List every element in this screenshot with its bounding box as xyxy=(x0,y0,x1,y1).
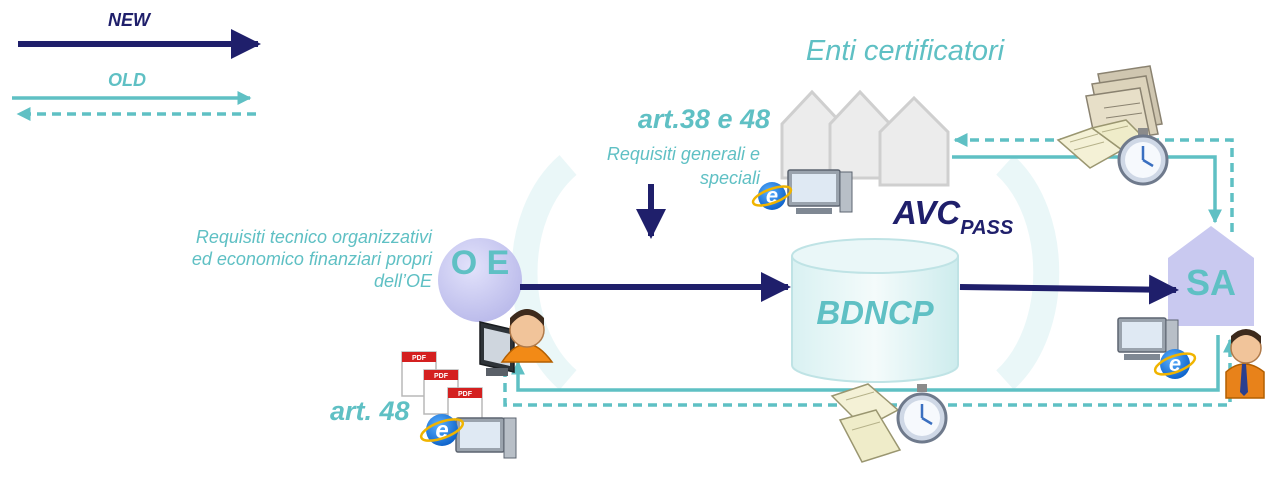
enti-certificatori-houses xyxy=(780,89,950,187)
sa-node-label: SA xyxy=(1185,262,1236,303)
background-arc-right xyxy=(995,155,1060,390)
bdncp-database-icon xyxy=(791,238,959,383)
avcpass-sub: PASS xyxy=(960,217,1014,239)
legend-new-label: NEW xyxy=(108,10,150,30)
avcpass-main: AVC xyxy=(893,194,961,231)
open-book-icon xyxy=(830,383,902,463)
oe-node-label: O E xyxy=(450,244,510,282)
old-arrow-dashed-bottom xyxy=(503,338,1237,407)
stopwatch-icon xyxy=(1117,128,1169,186)
art38-48-label: art.38 e 48 xyxy=(637,104,770,134)
bdncp-label: BDNCP xyxy=(816,294,934,331)
requisiti-tecnico-label: Requisiti tecnico organizzativi ed econo… xyxy=(191,227,432,291)
house-icon xyxy=(878,95,950,187)
legend xyxy=(12,29,261,121)
svg-text:PDF: PDF xyxy=(458,391,473,398)
sa-house-node xyxy=(1168,226,1254,326)
svg-text:PDF: PDF xyxy=(412,355,427,362)
enti-certificatori-label: Enti certificatori xyxy=(805,35,1005,67)
computer-icon xyxy=(787,169,853,214)
legend-old-label: OLD xyxy=(108,70,146,90)
computer-icon xyxy=(479,321,515,376)
person-icon xyxy=(1225,329,1265,399)
computer-icon xyxy=(455,417,517,459)
svg-text:PDF: PDF xyxy=(434,373,449,380)
old-arrow-dashed-top xyxy=(953,133,1234,232)
old-arrow-solid-top xyxy=(952,155,1222,224)
browser-e-icon: e xyxy=(1153,349,1197,379)
browser-e-icon: e xyxy=(419,414,465,446)
avcpass-label: AVCPASS xyxy=(893,194,1013,240)
requisiti-generali-label: Requisiti generali e speciali xyxy=(606,144,760,188)
new-arrow-bdncp-to-sa xyxy=(959,274,1179,305)
computer-icon xyxy=(1117,317,1179,361)
oe-node-circle xyxy=(438,238,522,322)
person-icon xyxy=(500,309,554,363)
browser-e-icon: e xyxy=(751,182,793,210)
art48-label: art. 48 xyxy=(330,396,410,426)
stopwatch-icon xyxy=(896,384,948,444)
